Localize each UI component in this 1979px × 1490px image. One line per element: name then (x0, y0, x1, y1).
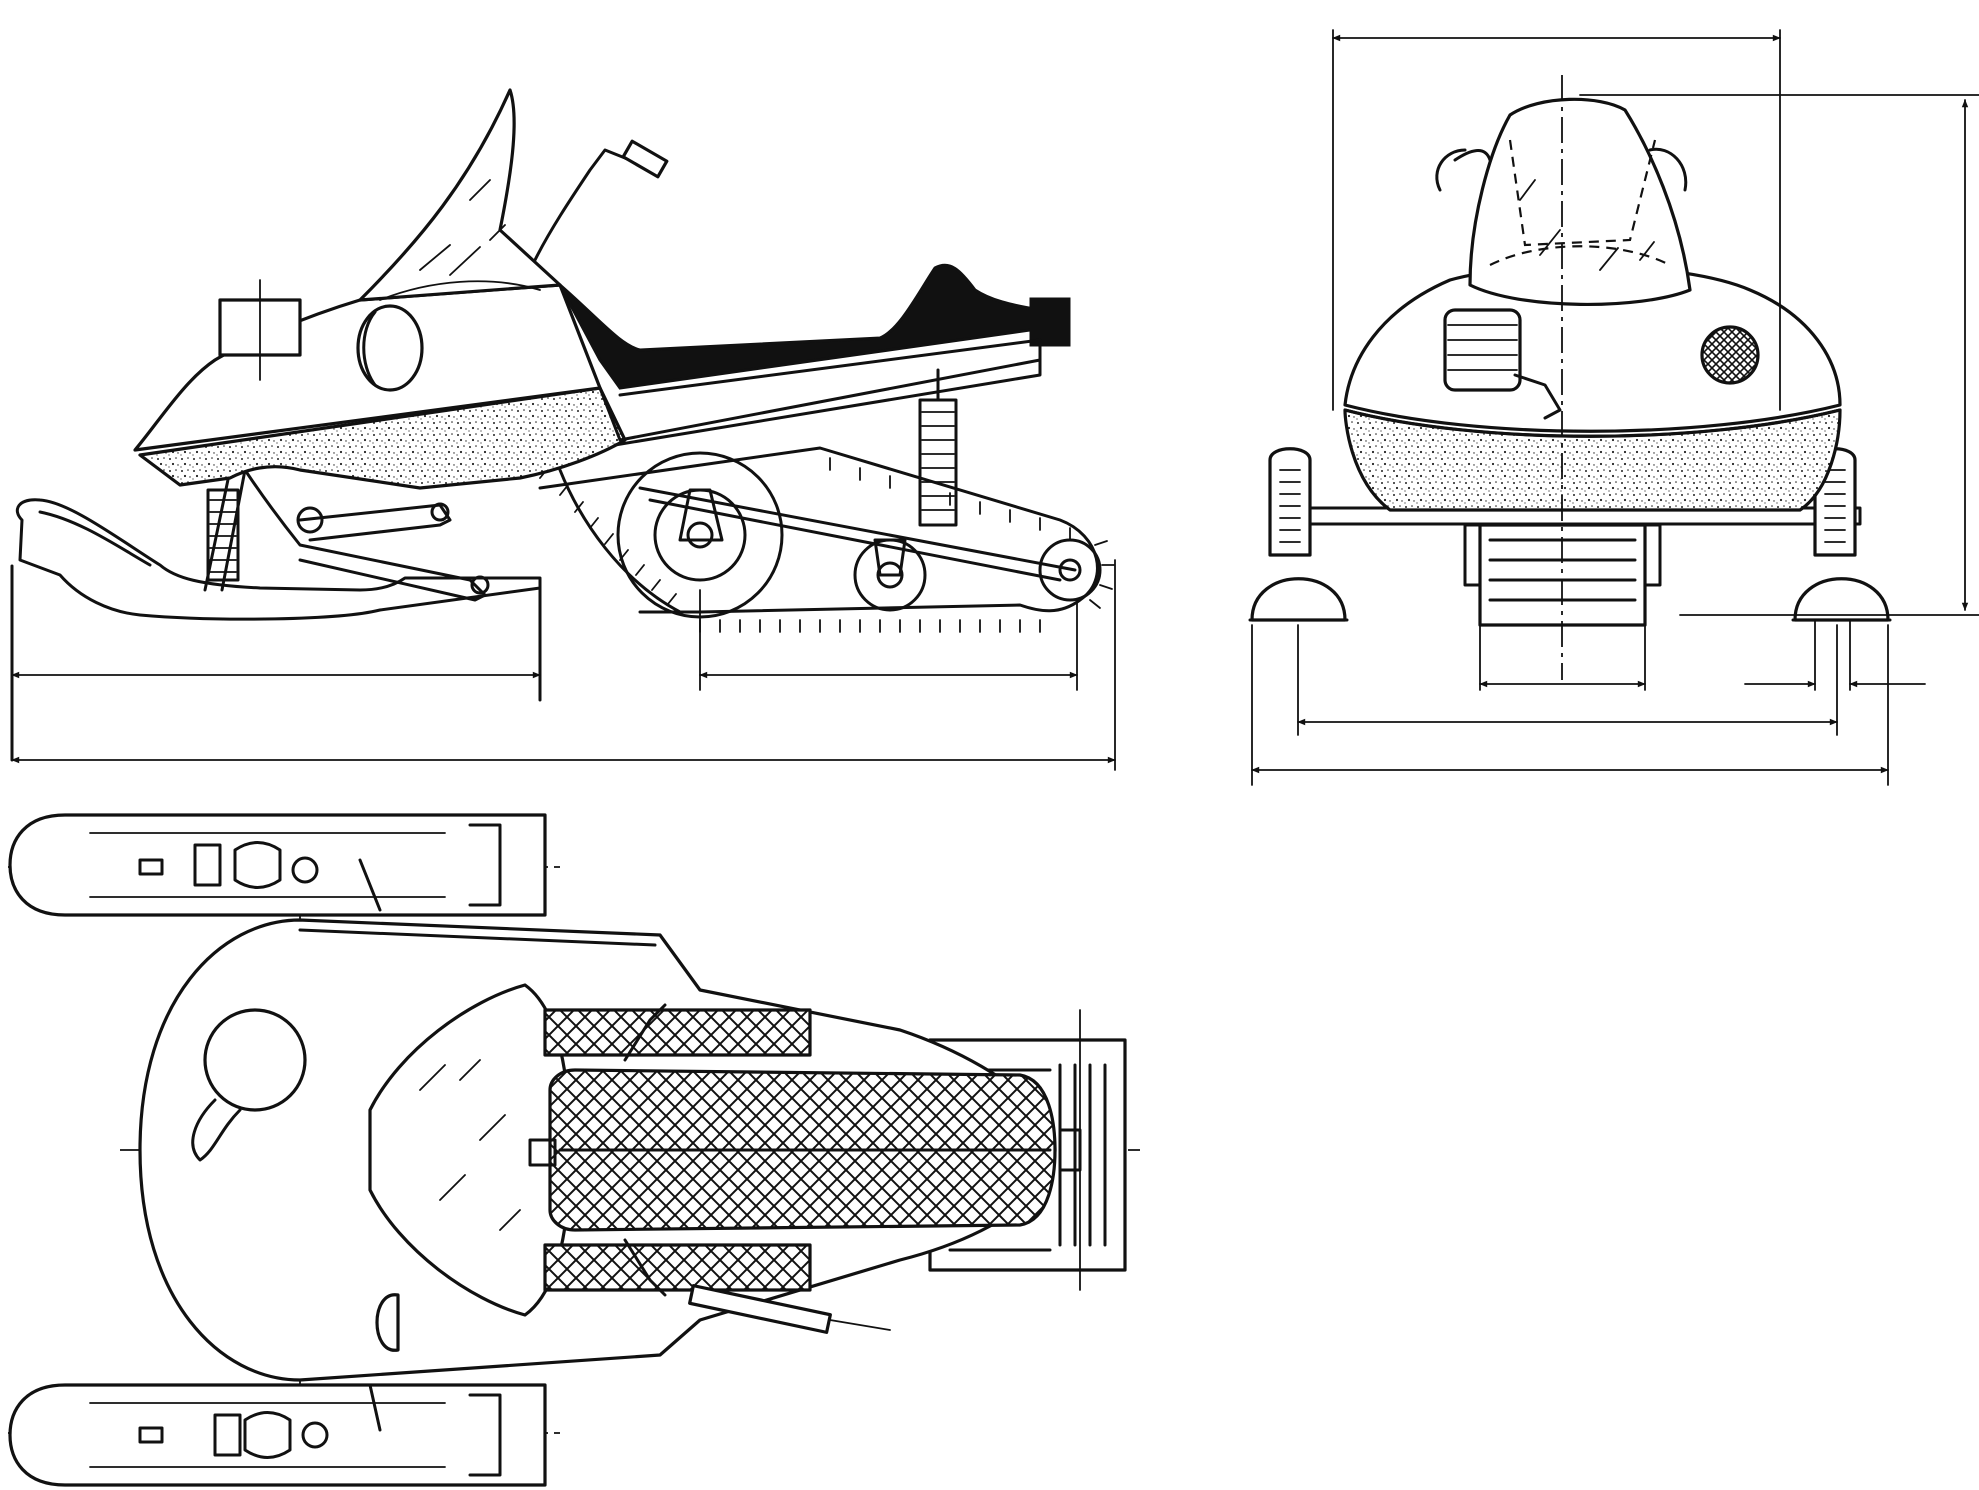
side-dimensions (11, 559, 1116, 771)
side-seat (558, 263, 1043, 390)
top-ski-upper (8, 813, 547, 917)
top-ski-lower (8, 1383, 547, 1487)
side-ski (16, 498, 542, 621)
side-hull-lower (138, 386, 627, 490)
side-windshield (358, 88, 562, 302)
side-view (10, 88, 1115, 762)
front-windshield (1468, 97, 1692, 306)
front-view (1248, 75, 1892, 680)
front-dimensions (1251, 29, 1979, 786)
top-view (8, 813, 1140, 1487)
